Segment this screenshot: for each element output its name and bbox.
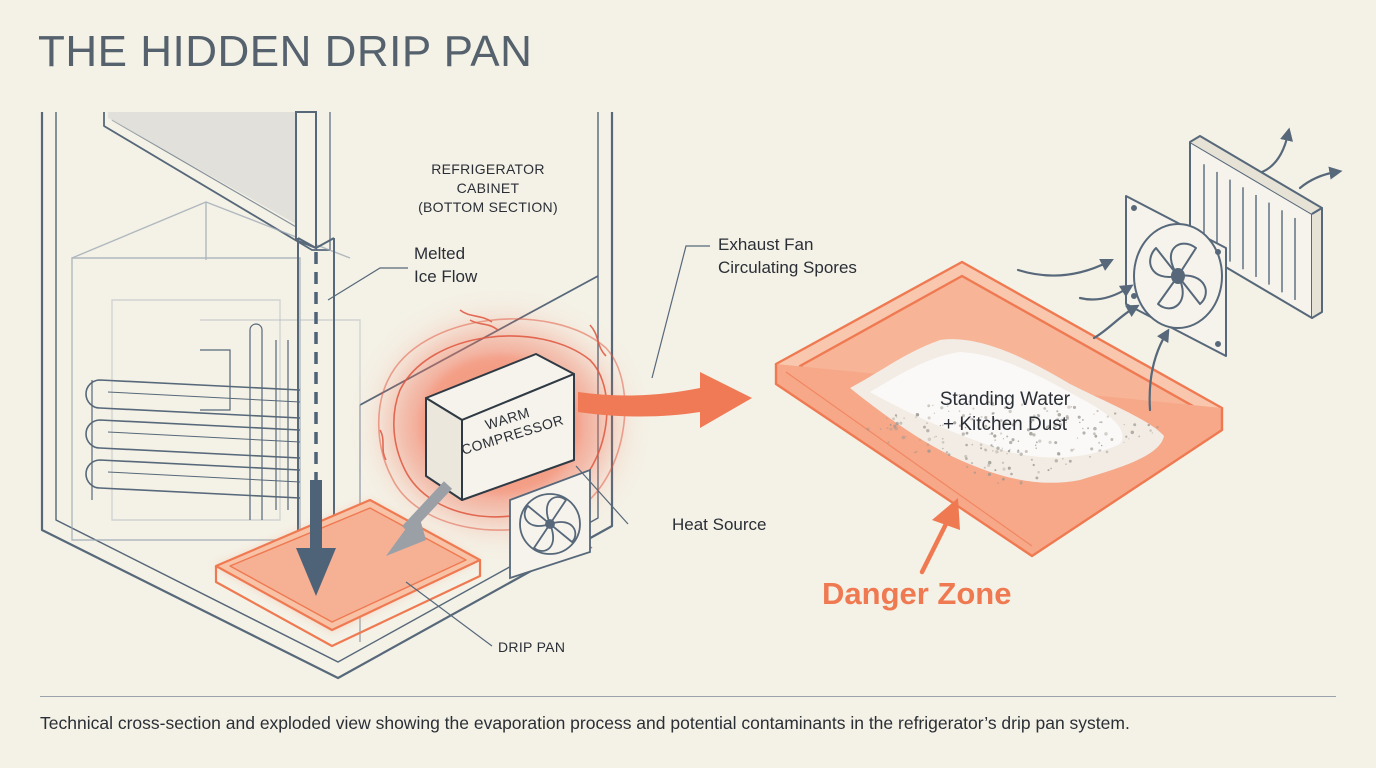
heat-source-label: Heat Source <box>672 515 767 534</box>
caption: Technical cross-section and exploded vie… <box>40 713 1130 733</box>
exhaust-fan-label-line: Exhaust Fan <box>718 235 814 254</box>
exhaust-fan-label: Exhaust Fan Circulating Spores <box>718 234 857 280</box>
drip-pan-small <box>214 498 482 648</box>
standing-water <box>850 339 1164 483</box>
warm-compressor <box>425 353 575 501</box>
drip-pan-label: DRIP PAN <box>498 639 566 655</box>
refrigerator-cabinet <box>40 112 614 680</box>
condenser-coils <box>85 323 301 520</box>
fan-icon <box>509 468 591 580</box>
melted-ice-label-line: Melted <box>414 244 466 263</box>
kitchen-dust <box>866 393 1159 485</box>
drain-tube <box>295 111 335 560</box>
melted-ice-label-line: Ice Flow <box>414 266 478 286</box>
arrow-icon <box>578 372 752 428</box>
danger-zone-label: Danger Zone <box>822 576 1012 611</box>
grille-slats <box>1203 164 1296 300</box>
standing-water-label-line: + Kitchen Dust <box>942 413 1068 435</box>
page-title: THE HIDDEN DRIP PAN <box>38 27 533 76</box>
exhaust-fan-icon <box>1125 195 1227 357</box>
cabinet-label-line: REFRIGERATOR <box>431 161 545 177</box>
drip-arrow <box>386 481 453 556</box>
melted-flow-arrow <box>296 252 336 596</box>
melted-ice-label: Melted Ice Flow <box>414 243 477 289</box>
standing-water-label-line: Standing Water <box>939 389 1071 410</box>
danger-arrow <box>919 498 960 575</box>
airflow-arrows <box>1016 127 1343 412</box>
leader-lines <box>327 245 710 647</box>
cabinet-label: REFRIGERATOR CABINET (BOTTOM SECTION) <box>418 160 558 217</box>
cabinet-label-line: CABINET <box>456 179 520 196</box>
standing-water-label: Standing Water + Kitchen Dust <box>900 388 1110 437</box>
cabinet-label-line: (BOTTOM SECTION) <box>418 198 558 215</box>
divider <box>40 696 1336 697</box>
exhaust-fan-label-line: Circulating Spores <box>718 257 857 277</box>
